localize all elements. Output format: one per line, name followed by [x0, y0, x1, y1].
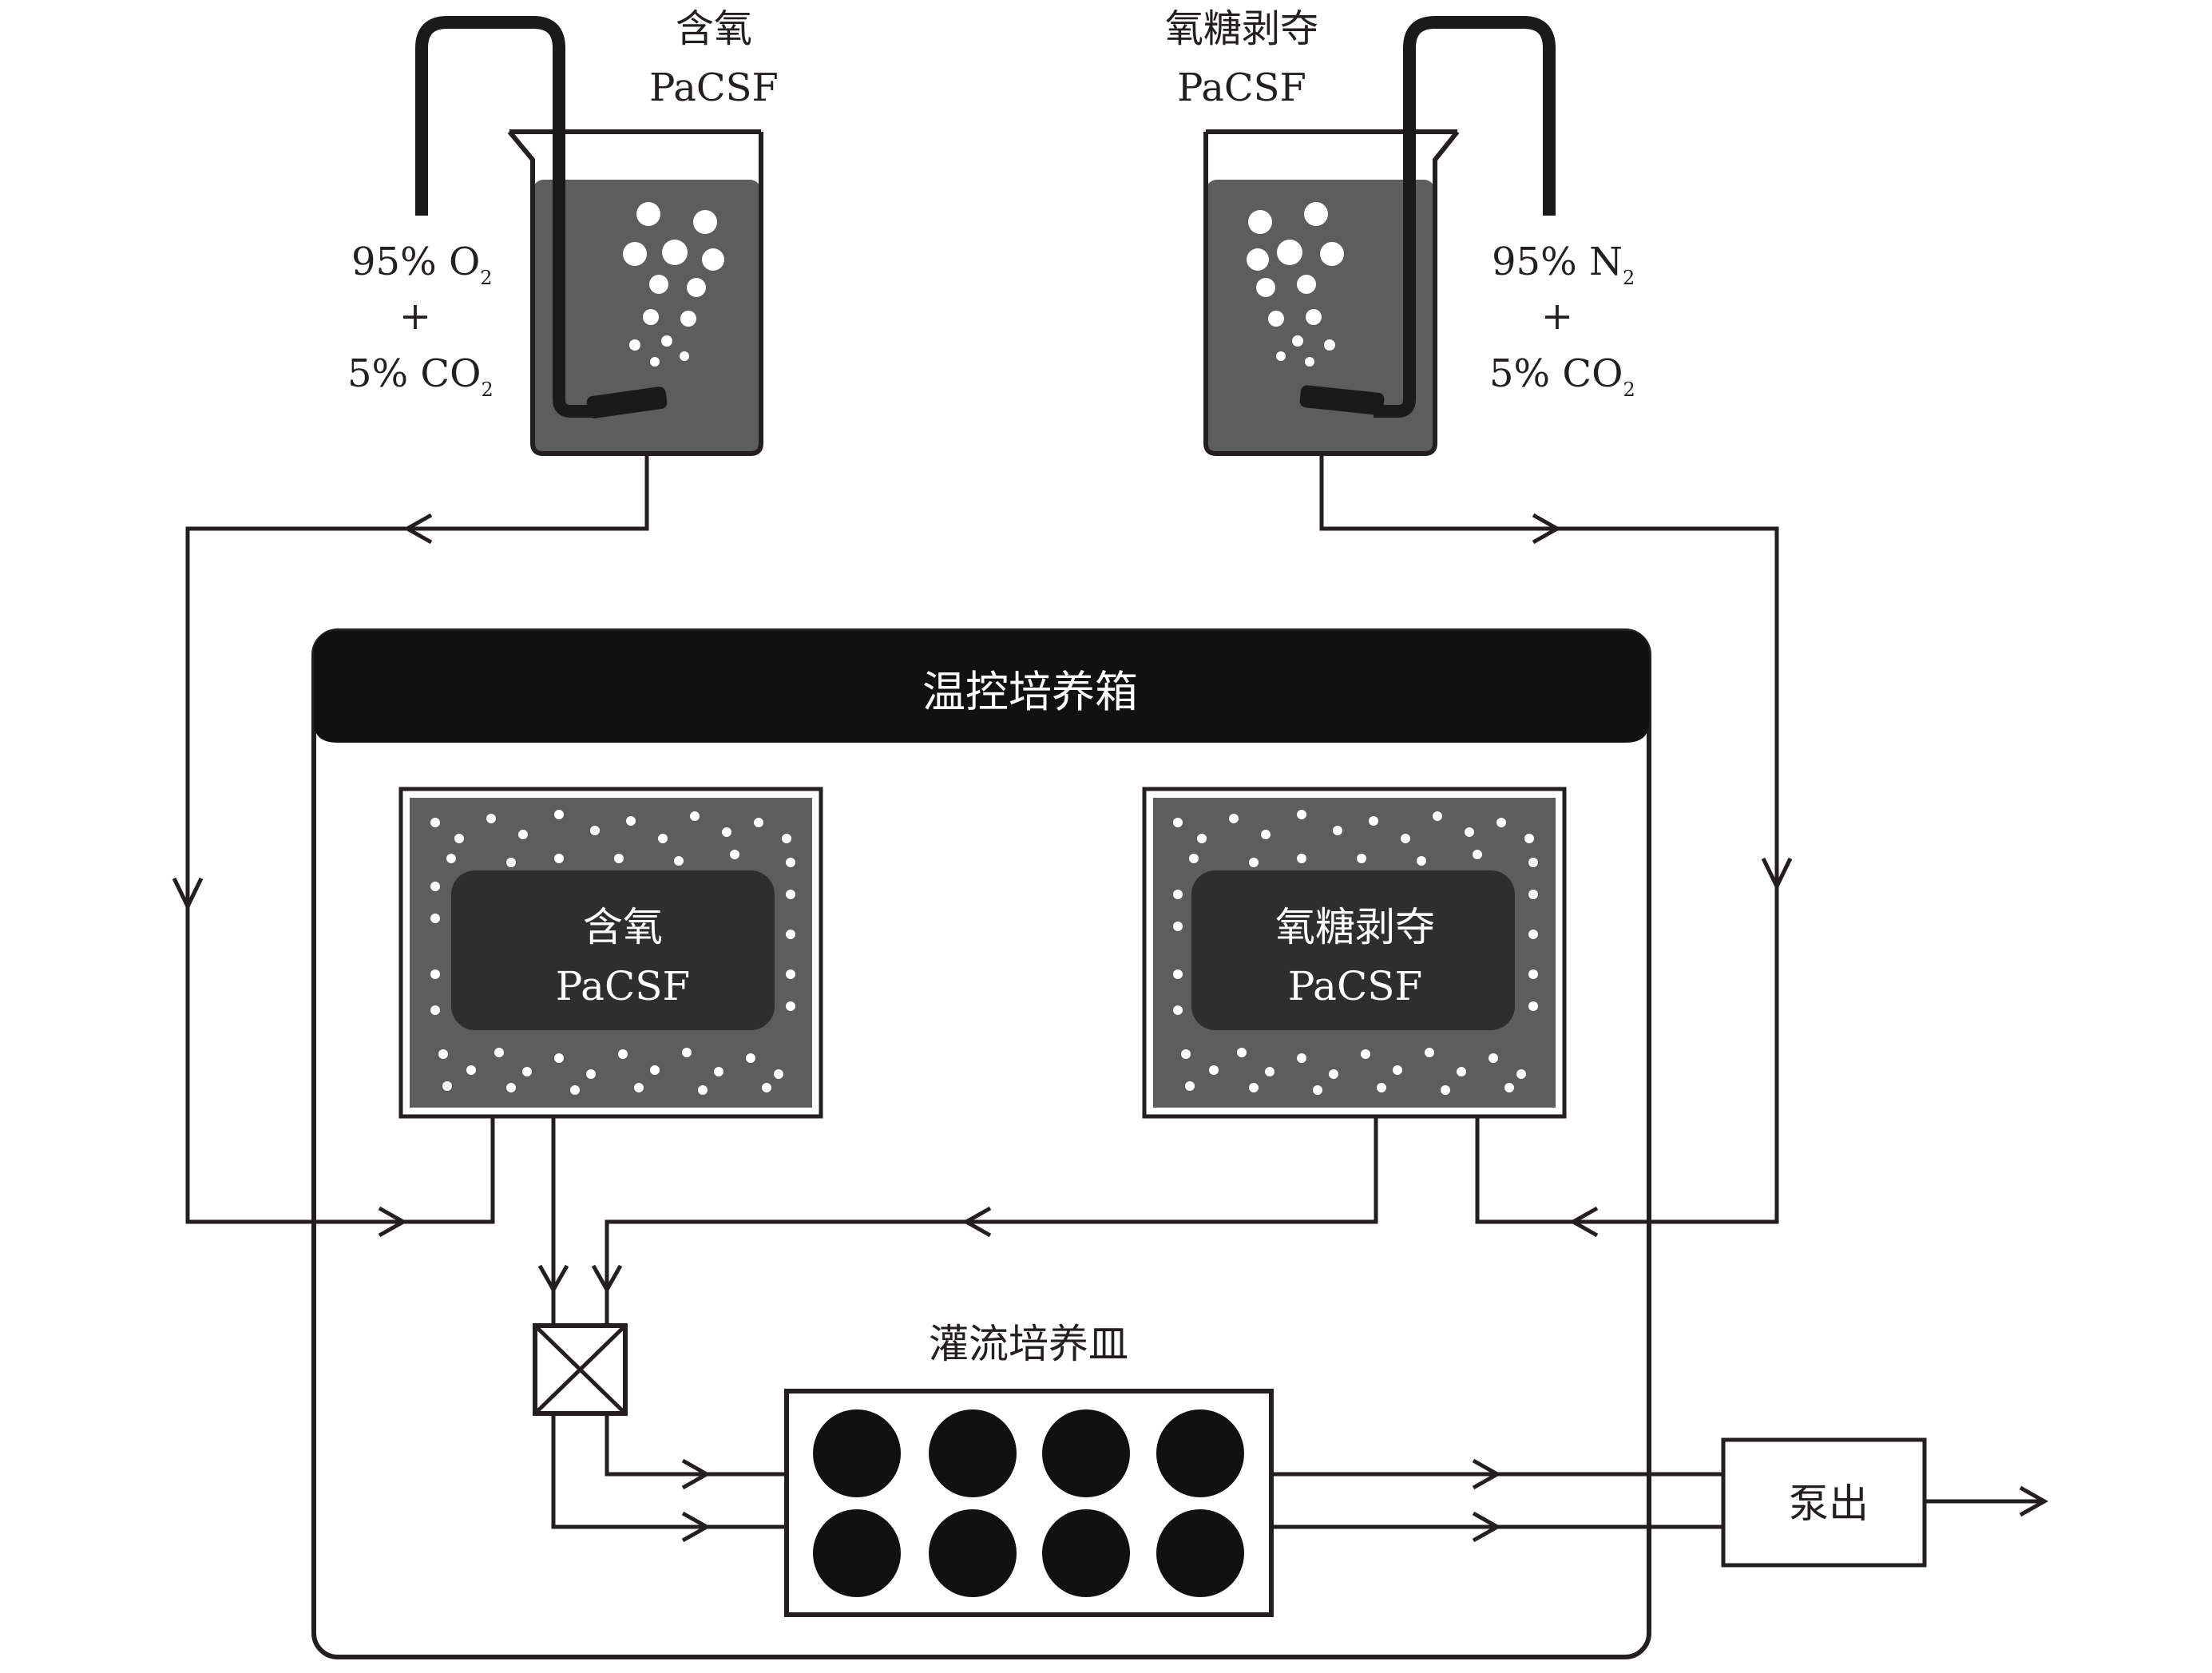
flow-arrows [172, 513, 2049, 1543]
perfusion-dish-title: 灌流培养皿 [929, 1321, 1128, 1367]
arrow-right-bottom-left [378, 1206, 408, 1238]
oxygen-reservoir-subtitle: PaCSF [556, 963, 690, 1009]
oxygen-diffuser [586, 387, 668, 418]
oxygen-gas-tube [415, 16, 599, 418]
pump-label: 泵出 [1789, 1481, 1869, 1527]
well [1156, 1409, 1244, 1497]
well [929, 1409, 1017, 1497]
well [929, 1509, 1017, 1597]
oxygen-beaker-title: 含氧 [676, 6, 752, 51]
arrow-to-pump-top [1472, 1458, 1502, 1490]
arrow-left-bottom-right [1568, 1206, 1599, 1238]
oxygen-reservoir: 含氧 PaCSF [398, 787, 823, 1119]
deprived-beaker-outline [1203, 130, 1460, 456]
oxygen-beaker-subtitle: PaCSF [649, 65, 779, 110]
arrow-right-top [1532, 513, 1562, 545]
oxygen-gas-label: 95% O2 + 5% CO2 [347, 240, 494, 401]
svg-text:95% O2: 95% O2 [351, 240, 493, 289]
well [1042, 1409, 1130, 1497]
perfusion-dish [784, 1389, 1274, 1617]
arrow-into-dish-top [681, 1458, 712, 1490]
arrow-left-mid [961, 1206, 992, 1238]
svg-text:5% CO2: 5% CO2 [1489, 351, 1635, 401]
deprived-gas-label: 95% N2 + 5% CO2 [1489, 240, 1635, 401]
mixing-valve [533, 1323, 628, 1416]
incubator-header [314, 631, 1649, 743]
well [1042, 1509, 1130, 1597]
arrow-down-right [1761, 857, 1793, 891]
well [813, 1509, 901, 1597]
deprived-diffuser [1299, 385, 1385, 415]
svg-text:5% CO2: 5% CO2 [347, 351, 494, 401]
deprived-reservoir-panel [1191, 870, 1515, 1030]
pump-box: 泵出 [1721, 1437, 1927, 1568]
flow-lines [185, 454, 2044, 1529]
oxygen-reservoir-dots [430, 810, 795, 1095]
oxygen-beaker [415, 16, 763, 456]
deprived-beaker-title: 氧糖剥夺 [1165, 6, 1318, 51]
deprived-reservoir: 氧糖剥夺 PaCSF [1142, 787, 1567, 1119]
deprived-beaker [1203, 16, 1556, 456]
deprived-gas-tube [1374, 16, 1556, 418]
deprived-bubbles [1247, 202, 1344, 367]
oxygen-beaker-outline [507, 130, 763, 456]
arrow-into-dish-bottom [681, 1511, 712, 1543]
dish-wells [813, 1409, 1244, 1597]
oxygen-reservoir-title: 含氧 [583, 904, 663, 950]
arrow-down-valve-left [537, 1264, 569, 1294]
svg-text:95% N2: 95% N2 [1492, 240, 1635, 289]
oxygen-reservoir-panel [451, 870, 775, 1030]
arrow-left-top [402, 513, 433, 545]
oxygen-bubbles [623, 202, 724, 367]
deprived-beaker-subtitle: PaCSF [1177, 65, 1306, 110]
svg-text:+: + [399, 294, 431, 339]
well [1156, 1509, 1244, 1597]
arrow-to-pump-bottom [1472, 1511, 1502, 1543]
deprived-reservoir-subtitle: PaCSF [1288, 963, 1422, 1009]
well [813, 1409, 901, 1497]
arrow-down-valve-right [591, 1264, 623, 1294]
incubator: 温控培养箱 [311, 628, 1651, 1659]
incubator-title: 温控培养箱 [922, 667, 1138, 717]
arrow-down-left [172, 877, 204, 911]
svg-text:+: + [1541, 294, 1573, 339]
arrow-pump-out [2019, 1485, 2049, 1517]
deprived-reservoir-title: 氧糖剥夺 [1275, 904, 1435, 950]
deprived-reservoir-dots [1173, 810, 1538, 1095]
